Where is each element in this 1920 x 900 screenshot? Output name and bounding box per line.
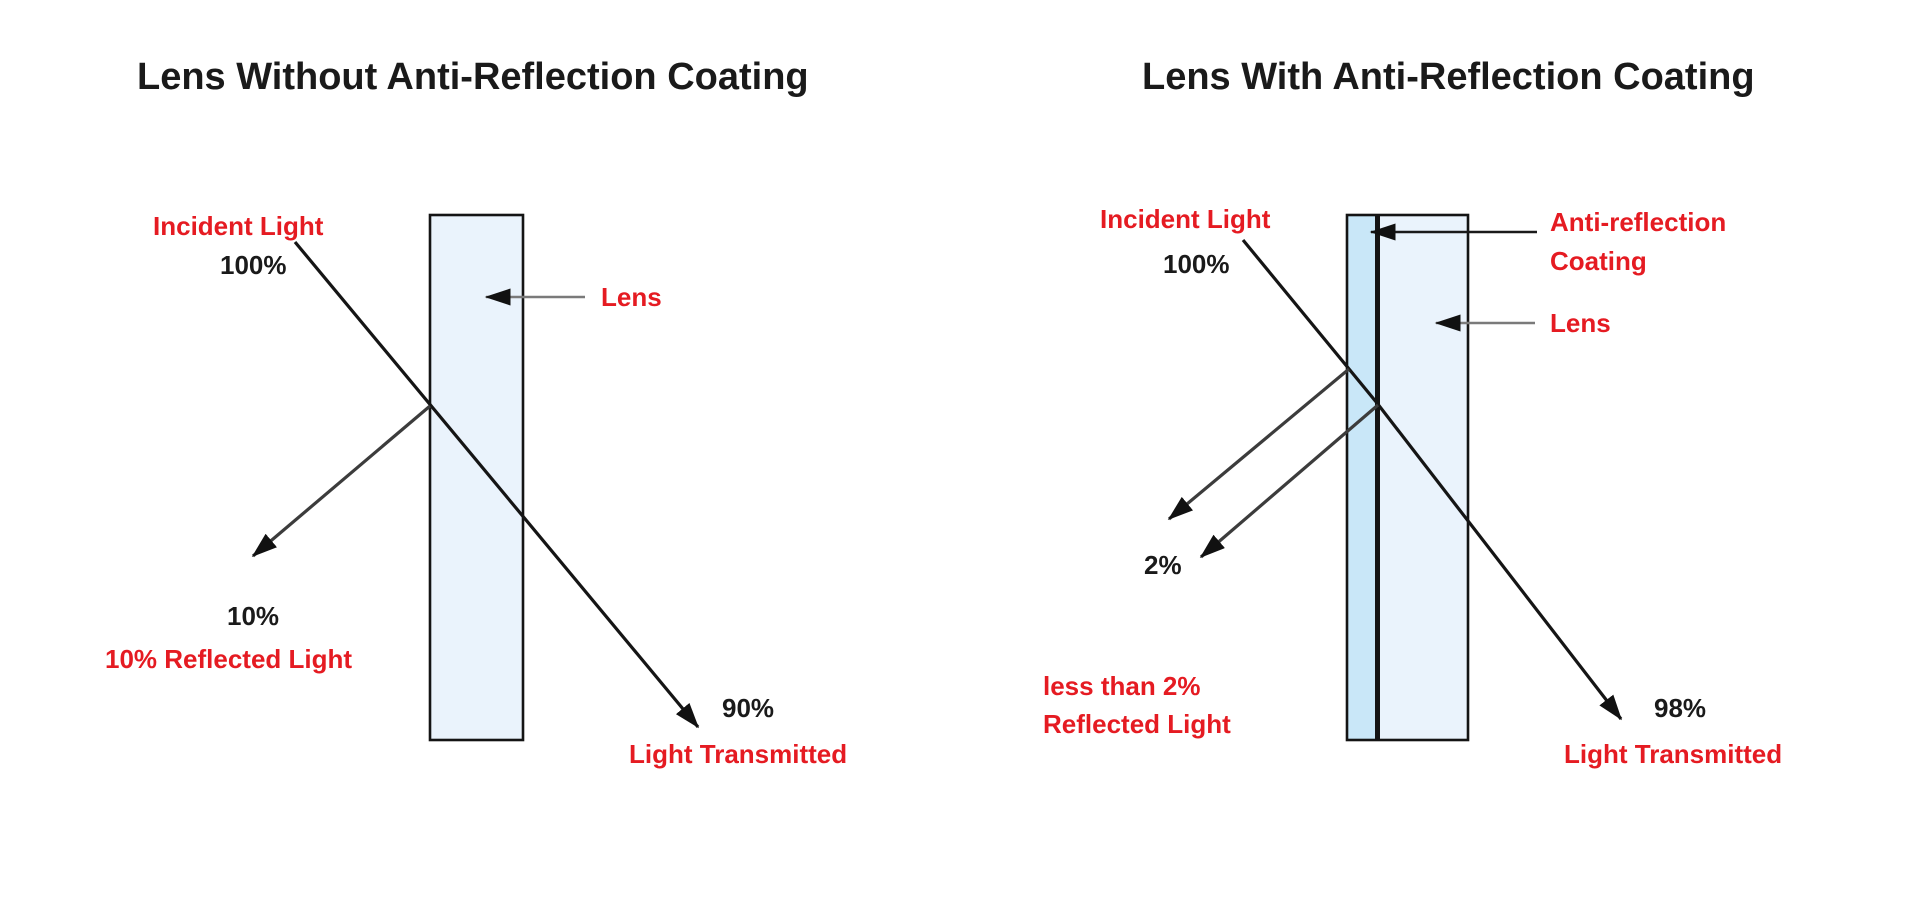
left-reflected-percent: 10%: [227, 601, 280, 631]
left-reflected-ray: [251, 404, 432, 558]
right-coating-label-line2: Coating: [1550, 246, 1647, 276]
left-transmitted-caption: Light Transmitted: [629, 739, 848, 769]
left-incident-percent: 100%: [220, 250, 287, 280]
right-incident-ray: [1241, 238, 1379, 405]
left-incident-light-label: Incident Light: [153, 211, 324, 241]
right-lens-label: Lens: [1550, 308, 1611, 338]
right-diagram-title: Lens With Anti-Reflection Coating: [1142, 56, 1755, 98]
right-transmitted-caption: Light Transmitted: [1564, 739, 1783, 769]
right-lens-body: [1377, 215, 1468, 740]
left-diagram-title: Lens Without Anti-Reflection Coating: [137, 56, 809, 98]
right-lens-border: [1345, 213, 1470, 742]
right-reflected-caption: less than 2% Reflected Light: [1043, 667, 1231, 743]
left-transmitted-percent: 90%: [722, 693, 775, 723]
right-incident-percent: 100%: [1163, 249, 1230, 279]
right-incident-light-label: Incident Light: [1100, 204, 1271, 234]
right-coating-label: Anti-reflection Coating: [1550, 203, 1726, 281]
right-transmitted-ray: [1375, 402, 1623, 721]
left-incident-transmitted-ray: [293, 240, 700, 729]
right-coating-strip: [1347, 215, 1377, 740]
right-coating-label-line1: Anti-reflection: [1550, 207, 1727, 237]
right-transmitted-percent: 98%: [1654, 693, 1707, 723]
left-lens-rect: [428, 213, 525, 742]
right-reflected-caption-line2: Reflected Light: [1043, 709, 1231, 739]
right-reflected-percent: 2%: [1144, 550, 1182, 580]
right-reflected-caption-line1: less than 2%: [1043, 671, 1201, 701]
left-lens-label: Lens: [601, 282, 662, 312]
right-reflected-ray-coating-surface: [1167, 367, 1351, 521]
right-reflected-ray-lens-surface: [1199, 403, 1380, 559]
left-reflected-caption: 10% Reflected Light: [105, 644, 353, 674]
